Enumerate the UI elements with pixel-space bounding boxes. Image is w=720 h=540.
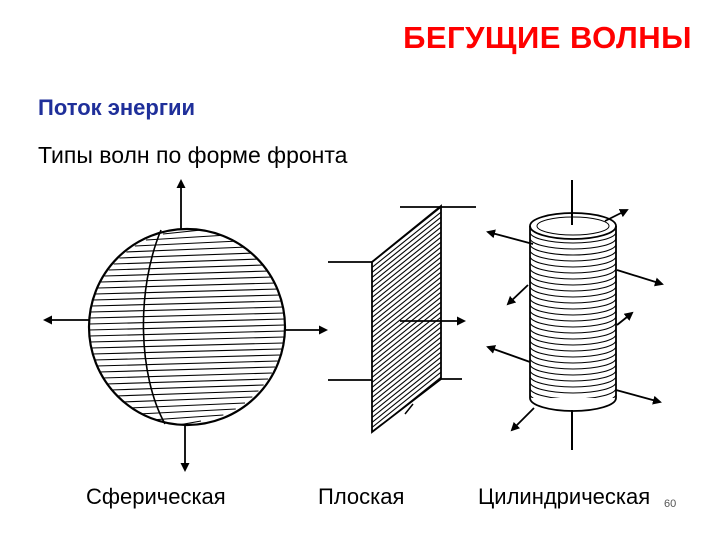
arrow-icon bbox=[617, 270, 662, 284]
hatch-line bbox=[119, 253, 254, 258]
hatch-line bbox=[95, 289, 278, 294]
hatch-line bbox=[530, 400, 616, 411]
hatch-line bbox=[96, 361, 277, 366]
hatch-line bbox=[109, 265, 265, 270]
arrow-icon bbox=[617, 313, 632, 325]
hatch-line bbox=[99, 367, 275, 372]
hatch-line bbox=[115, 391, 258, 396]
hatch-line bbox=[101, 277, 273, 282]
arrow-icon bbox=[488, 347, 530, 362]
hatch-line bbox=[89, 319, 285, 324]
hatch-line bbox=[135, 241, 239, 246]
arrow-icon bbox=[508, 285, 528, 304]
cylindrical-caption: Цилиндрическая bbox=[478, 484, 650, 510]
hatch-line bbox=[126, 247, 247, 252]
plane-wave-figure bbox=[328, 150, 476, 502]
hatch-line bbox=[114, 259, 261, 264]
hatch-line bbox=[106, 379, 268, 384]
spherical-wave-figure bbox=[45, 181, 326, 470]
hatch-line bbox=[110, 385, 263, 390]
hatch-line bbox=[92, 349, 282, 354]
hatch-line bbox=[89, 325, 285, 330]
hatch-line bbox=[92, 301, 283, 306]
slide-number: 60 bbox=[664, 498, 676, 510]
arrow-icon bbox=[616, 390, 660, 402]
hatch-line bbox=[90, 307, 283, 312]
hatch-line bbox=[129, 403, 245, 408]
plane-caption: Плоская bbox=[318, 484, 404, 510]
spherical-caption: Сферическая bbox=[86, 484, 226, 510]
hatch-line bbox=[91, 343, 283, 348]
arrow-icon bbox=[605, 210, 627, 221]
hatch-line bbox=[90, 313, 285, 318]
arrow-icon bbox=[512, 408, 534, 430]
hatch-line bbox=[98, 283, 276, 288]
cylindrical-wave-figure bbox=[488, 180, 662, 450]
hatch-line bbox=[102, 373, 272, 378]
hatch-line bbox=[105, 271, 270, 276]
arrow-icon bbox=[488, 232, 533, 244]
hatch-line bbox=[94, 355, 280, 360]
hatch-line bbox=[93, 295, 280, 300]
hatch-line bbox=[90, 337, 284, 342]
hatch-line bbox=[122, 397, 253, 402]
hatch-line bbox=[138, 409, 236, 414]
hatch-line bbox=[89, 331, 284, 336]
